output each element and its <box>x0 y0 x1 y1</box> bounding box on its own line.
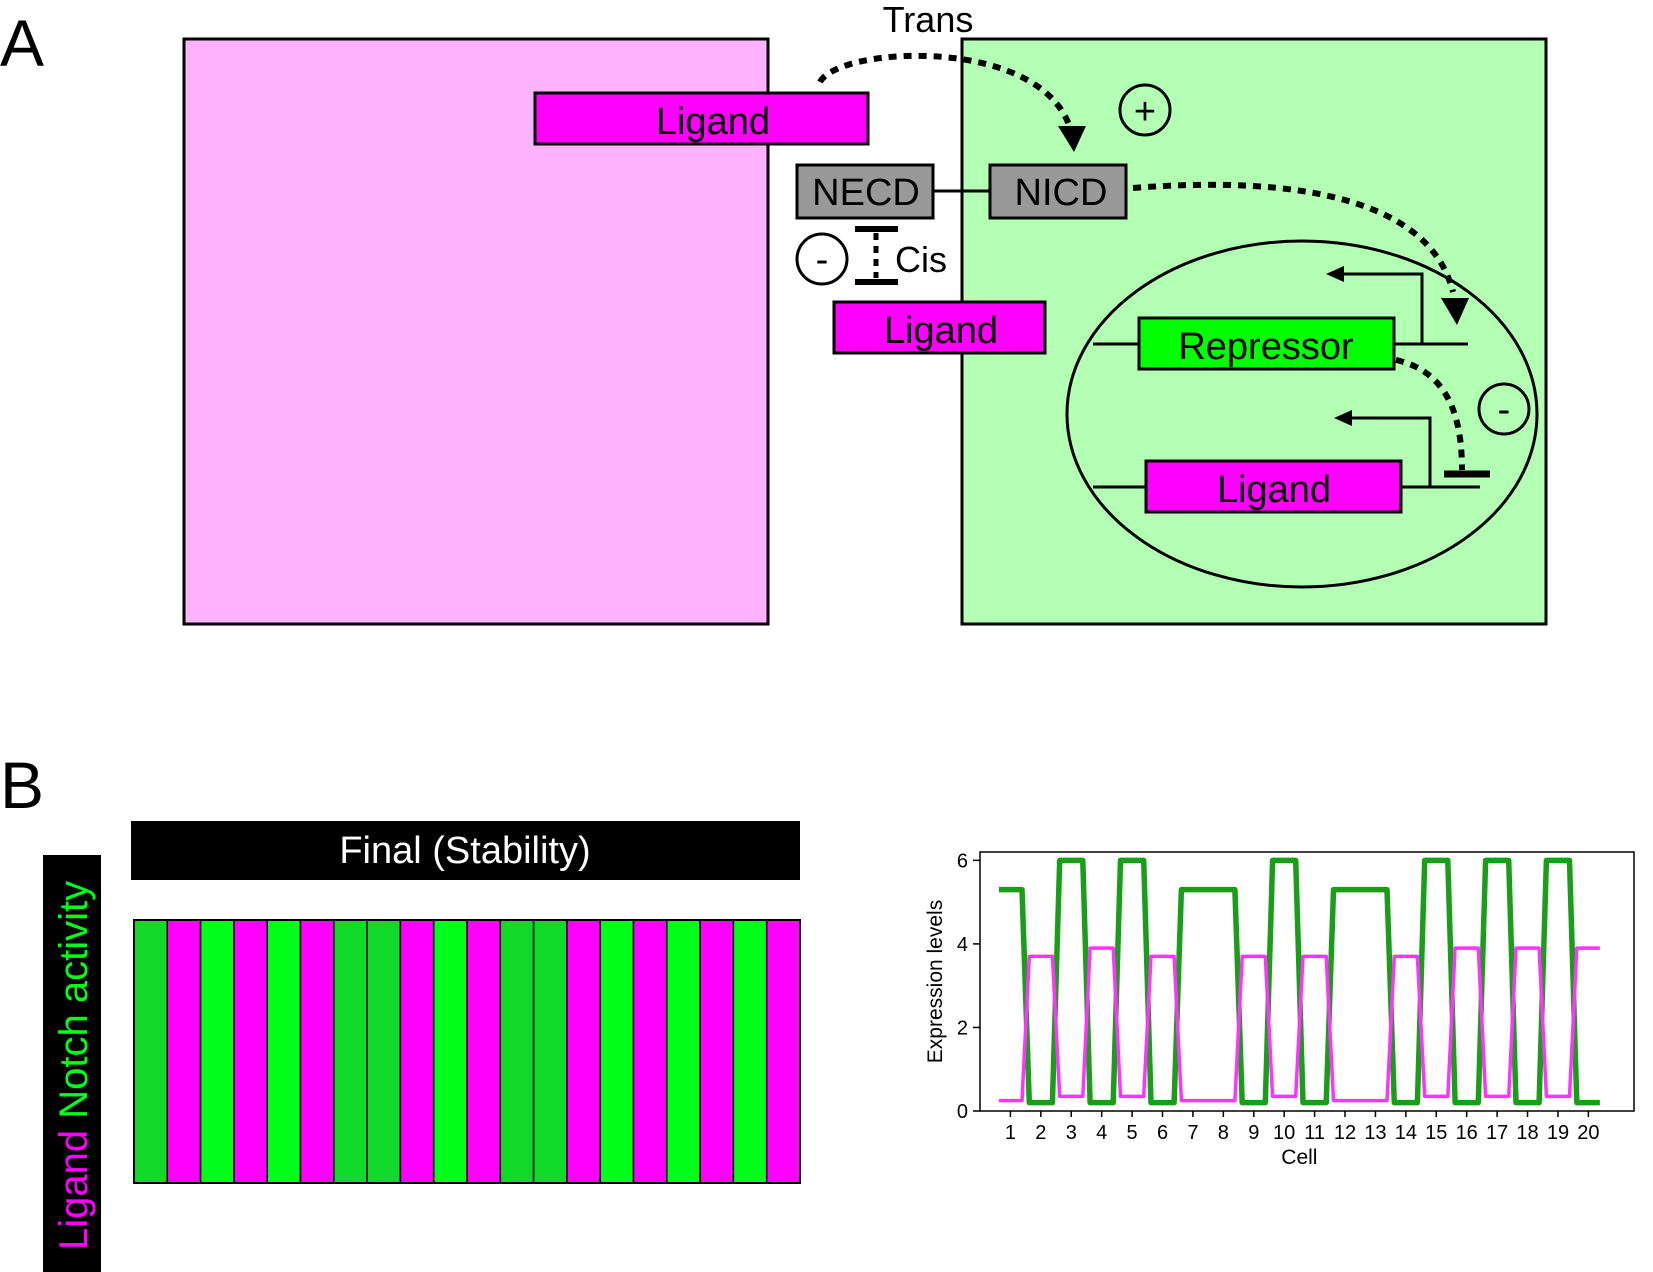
repressor-promoter-arrowhead <box>1326 266 1344 282</box>
stripe-11 <box>466 919 502 1184</box>
trans-arrowhead <box>1058 126 1086 152</box>
x-tick-label: 20 <box>1577 1122 1599 1144</box>
stripe-8 <box>366 919 402 1184</box>
y-tick-label: 0 <box>957 1101 968 1123</box>
x-tick-label: 9 <box>1248 1122 1259 1144</box>
stripe-1 <box>133 919 169 1184</box>
necd-label: NECD <box>812 172 920 214</box>
stability-header-bar <box>131 821 800 880</box>
x-tick-label: 15 <box>1425 1122 1447 1144</box>
side-label-bar <box>43 855 101 1272</box>
sending-ligand-label: Ligand <box>656 101 770 143</box>
repression-minus-sign: - <box>1498 389 1511 431</box>
x-tick-label: 7 <box>1187 1122 1198 1144</box>
cis-minus-sign: - <box>816 239 829 281</box>
x-tick-label: 13 <box>1364 1122 1386 1144</box>
stripe-array <box>133 919 801 1184</box>
stripe-12 <box>499 919 535 1184</box>
y-axis-label: Expression levels <box>924 900 947 1063</box>
repressor-inhibition-line <box>1395 357 1465 471</box>
activation-sign-circle <box>1118 83 1172 137</box>
x-axis-label: Cell <box>1281 1146 1317 1169</box>
nucleus <box>1065 239 1539 589</box>
plot-frame <box>979 851 1635 1112</box>
nuclear-ligand-label: Ligand <box>1217 469 1331 511</box>
stripe-7 <box>333 919 368 1184</box>
stripe-2 <box>166 919 202 1184</box>
series-line-1 <box>998 857 1600 1106</box>
ligand-promoter-arrowhead <box>1334 410 1352 426</box>
stripe-20 <box>765 919 801 1184</box>
panel-b-label: B <box>0 748 44 822</box>
repressor-label: Repressor <box>1178 326 1354 368</box>
stripe-array-border <box>133 919 801 1184</box>
y-tick-label: 2 <box>957 1017 968 1039</box>
plus-sign: + <box>1134 91 1156 133</box>
x-tick-label: 8 <box>1218 1122 1229 1144</box>
trans-label: Trans <box>883 0 974 40</box>
stripe-10 <box>432 919 468 1184</box>
nicd-label: NICD <box>1015 172 1108 214</box>
side-label: Ligand Notch activity <box>52 881 96 1250</box>
stripe-14 <box>566 919 601 1184</box>
cis-ligand-label: Ligand <box>884 310 998 352</box>
x-tick-label: 11 <box>1304 1122 1325 1144</box>
x-tick-label: 2 <box>1035 1122 1046 1144</box>
x-tick-label: 16 <box>1456 1122 1478 1144</box>
nicd-box <box>988 163 1128 220</box>
stripe-15 <box>599 919 635 1184</box>
series-line-2 <box>998 946 1600 1103</box>
x-tick-label: 12 <box>1334 1122 1356 1144</box>
x-tick-label: 6 <box>1157 1122 1168 1144</box>
side-label-notch: Notch activity <box>52 881 96 1119</box>
repressor-promoter-arrow <box>1332 272 1424 344</box>
nicd-activation-arrowhead <box>1441 298 1469 325</box>
trans-arrow <box>817 52 1075 136</box>
x-tick-label: 19 <box>1547 1122 1569 1144</box>
stripe-5 <box>266 919 302 1184</box>
stripe-18 <box>699 919 735 1184</box>
y-tick-label: 6 <box>957 850 968 872</box>
x-tick-label: 18 <box>1516 1122 1538 1144</box>
stripe-3 <box>199 919 235 1184</box>
repressor-box <box>1137 316 1396 371</box>
side-label-ligand: Ligand <box>52 1130 96 1250</box>
stability-header-text: Final (Stability) <box>339 830 590 872</box>
nicd-activation-arrow <box>1132 181 1456 293</box>
sending-ligand-box <box>533 91 870 146</box>
x-tick-label: 3 <box>1066 1122 1077 1144</box>
stripe-9 <box>399 919 435 1184</box>
stripe-4 <box>233 919 268 1184</box>
cis-minus-circle <box>795 232 849 286</box>
stripe-16 <box>632 919 668 1184</box>
cis-ligand-box <box>832 300 1047 355</box>
x-tick-label: 5 <box>1127 1122 1138 1144</box>
stripe-19 <box>732 919 768 1184</box>
nuclear-ligand-box <box>1144 459 1403 514</box>
repression-sign-circle <box>1477 382 1531 436</box>
x-tick-label: 14 <box>1395 1122 1417 1144</box>
stripe-6 <box>299 919 335 1184</box>
panel-a-label: A <box>0 6 44 80</box>
ligand-promoter-arrow <box>1340 416 1432 487</box>
necd-box <box>795 163 935 220</box>
x-tick-label: 4 <box>1096 1122 1107 1144</box>
stripe-13 <box>532 919 568 1184</box>
cis-label: Cis <box>895 239 947 280</box>
stripe-17 <box>666 919 701 1184</box>
x-tick-label: 17 <box>1486 1122 1508 1144</box>
x-tick-label: 10 <box>1273 1122 1295 1144</box>
y-tick-label: 4 <box>957 934 968 956</box>
x-tick-label: 1 <box>1005 1122 1016 1144</box>
